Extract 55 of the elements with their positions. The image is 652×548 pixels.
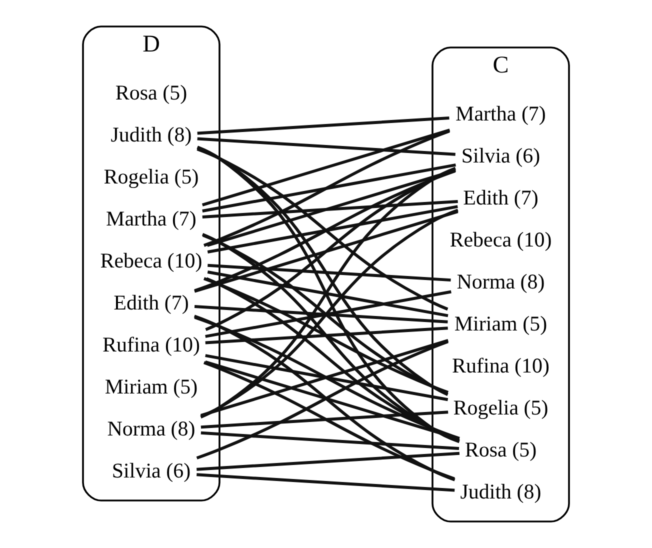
node-text: Judith (8) — [110, 122, 192, 147]
node-text: Silvia (6) — [112, 458, 191, 483]
node-text: Norma (8) — [107, 416, 196, 441]
node-text: Martha (7) — [456, 102, 546, 126]
connector — [203, 277, 449, 394]
connector — [194, 316, 460, 440]
node-text: Rufina (10) — [452, 354, 550, 378]
connector — [196, 148, 448, 311]
connector — [200, 410, 448, 429]
node-text: Edith (7) — [114, 290, 189, 315]
connector — [196, 452, 460, 471]
connector — [205, 168, 456, 331]
node-text: Edith (7) — [463, 186, 538, 210]
connector — [196, 340, 448, 460]
node-text: Miriam (5) — [454, 312, 548, 336]
connector — [197, 116, 450, 135]
connector — [194, 314, 456, 482]
connector — [194, 170, 456, 292]
connector — [200, 166, 456, 418]
connector — [194, 210, 458, 293]
node-text: Rufina (10) — [102, 332, 200, 357]
connector — [202, 128, 450, 206]
connector — [202, 232, 460, 442]
connector — [194, 305, 448, 324]
node-text: Silvia (6) — [461, 144, 540, 168]
connector — [200, 208, 458, 418]
node-text: Miriam (5) — [104, 374, 198, 399]
connector — [206, 277, 460, 441]
connector — [205, 326, 448, 344]
connector — [197, 146, 460, 444]
connector — [207, 205, 458, 254]
node-text: Rogelia (5) — [104, 164, 199, 189]
node-text: Rosa (5) — [464, 438, 537, 462]
connector — [197, 137, 456, 156]
connector — [203, 361, 455, 480]
connector — [200, 431, 460, 450]
connector — [205, 290, 452, 338]
node-text: Norma (8) — [456, 270, 545, 294]
connector — [202, 234, 448, 395]
connector — [200, 339, 449, 417]
connector — [208, 264, 451, 282]
connector — [205, 354, 448, 402]
connector — [203, 130, 450, 247]
node-text: Rebeca (10) — [450, 228, 552, 252]
node-text: Rebeca (10) — [100, 248, 202, 273]
connector — [196, 146, 448, 396]
node-text: Martha (7) — [106, 206, 196, 231]
connector — [196, 473, 455, 492]
node-text: Rosa (5) — [115, 80, 188, 105]
node-text: Judith (8) — [460, 480, 542, 504]
connector — [202, 200, 458, 218]
node-text: Rogelia (5) — [453, 396, 548, 420]
connector — [207, 270, 448, 318]
connector — [204, 360, 460, 440]
connector — [202, 163, 456, 212]
